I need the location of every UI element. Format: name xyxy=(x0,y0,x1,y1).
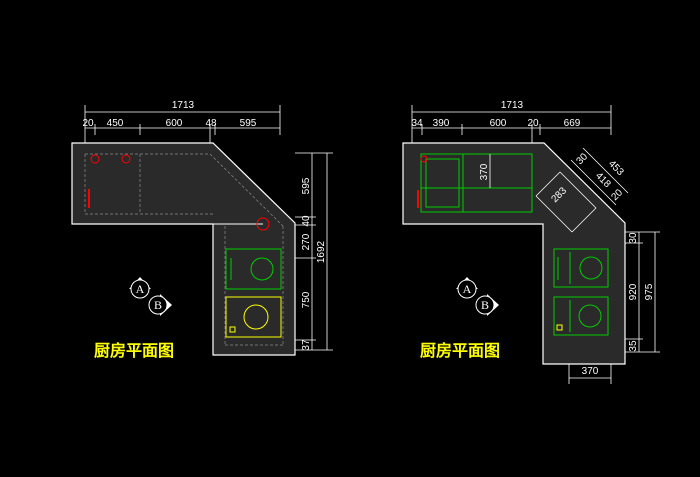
left-right-seg-1: 595 xyxy=(301,177,312,194)
left-plan-title: 厨房平面图 xyxy=(94,341,174,360)
left-top-dims xyxy=(84,105,281,143)
right-top-seg-3: 600 xyxy=(490,118,507,129)
right-sink-cabinet xyxy=(420,153,533,213)
right-bottom-value: 370 xyxy=(582,366,599,377)
svg-text:B: B xyxy=(481,298,489,312)
left-view-marker-b: B xyxy=(148,294,172,316)
svg-text:B: B xyxy=(154,298,162,312)
right-top-seg-4: 20 xyxy=(527,118,539,129)
right-plan-title: 厨房平面图 xyxy=(420,341,500,360)
right-plan: 1713 34 390 600 20 669 370 30 453 418 20… xyxy=(402,100,660,384)
left-top-seg-5: 595 xyxy=(240,118,257,129)
svg-text:A: A xyxy=(463,282,472,296)
right-right-seg-1: 30 xyxy=(628,232,639,244)
right-top-seg-5: 669 xyxy=(564,118,581,129)
right-stove-2 xyxy=(553,296,609,336)
right-diag-2: 453 xyxy=(606,158,626,178)
left-sink xyxy=(225,296,282,338)
left-red-marker-2 xyxy=(121,154,131,164)
right-view-marker-a: A xyxy=(456,277,478,299)
right-top-total: 1713 xyxy=(501,100,524,111)
right-diag-3: 418 xyxy=(593,170,613,190)
right-view-marker-b: B xyxy=(475,294,499,316)
right-right-total: 975 xyxy=(644,283,655,300)
left-right-seg-3: 270 xyxy=(301,233,312,250)
right-red-marker xyxy=(420,155,428,163)
left-view-marker-a: A xyxy=(129,277,151,299)
left-stove xyxy=(225,248,282,290)
right-right-seg-3: 35 xyxy=(628,340,639,352)
left-top-seg-2: 450 xyxy=(107,118,124,129)
left-right-seg-2: 40 xyxy=(301,215,312,227)
left-right-seg-5: 37 xyxy=(301,339,312,351)
left-right-dims xyxy=(295,152,333,351)
left-red-marker-3 xyxy=(256,217,270,231)
left-top-seg-3: 600 xyxy=(166,118,183,129)
right-bottom-dim xyxy=(568,364,612,384)
svg-text:A: A xyxy=(136,282,145,296)
left-right-total: 1692 xyxy=(316,240,327,263)
right-corner-box xyxy=(535,171,597,233)
left-top-total: 1713 xyxy=(172,100,195,111)
right-sink-depth: 370 xyxy=(479,163,490,180)
left-top-seg-1: 20 xyxy=(82,118,94,129)
right-counter-outline xyxy=(402,142,626,365)
left-cabinet-lines xyxy=(84,153,284,346)
left-plan: 1713 20 450 600 48 595 595 40 270 750 37… xyxy=(71,100,333,360)
left-red-marker-1 xyxy=(90,154,100,164)
left-top-seg-4: 48 xyxy=(205,118,217,129)
right-top-seg-2: 390 xyxy=(433,118,450,129)
right-stove-1 xyxy=(553,248,609,288)
left-right-seg-4: 750 xyxy=(301,291,312,308)
right-right-seg-2: 920 xyxy=(628,283,639,300)
right-top-dims xyxy=(411,105,612,143)
left-counter-outline xyxy=(71,142,296,356)
right-diag-dims xyxy=(570,147,629,206)
right-right-dims xyxy=(625,231,660,353)
right-top-seg-1: 34 xyxy=(411,118,423,129)
